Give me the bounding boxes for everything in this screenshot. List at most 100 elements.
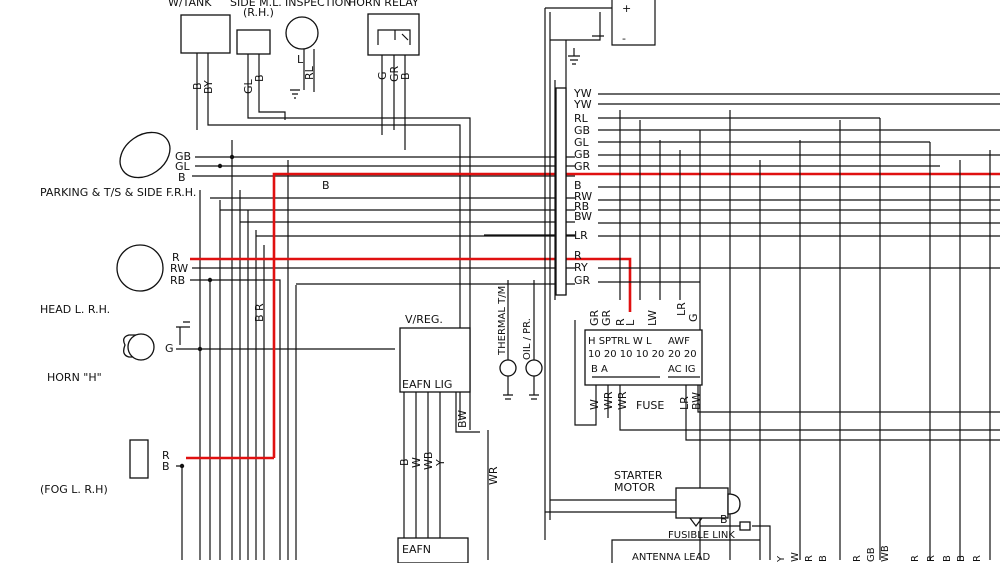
bus-wire-code: GR — [574, 160, 591, 173]
battery-minus: - — [622, 32, 626, 45]
ground-symbol-2 — [176, 321, 190, 345]
battery-plus: + — [622, 2, 631, 15]
fuse-top-wire-code: GR — [588, 309, 601, 326]
code-fog-b: B — [162, 460, 170, 473]
inspection-lamp — [285, 16, 319, 50]
code-vreg-b: B — [398, 458, 411, 466]
label-starter: STARTER — [614, 469, 663, 482]
label-side-rh: (R.H.) — [243, 6, 274, 19]
bus-connector — [555, 87, 567, 296]
fuse-top-wire-code: L — [624, 319, 637, 326]
bus-wire-code: GL — [574, 136, 590, 149]
fog-b-wire — [176, 465, 183, 560]
sensor-wires — [507, 280, 535, 360]
fuse-top-wire-code: GR — [600, 309, 613, 326]
code-fuse-lr: LR — [675, 302, 688, 316]
bus-wire-code: RB — [574, 200, 589, 213]
starter-wires — [545, 499, 740, 527]
bus-wire-code: R — [574, 249, 582, 262]
bottom-wire-code: R — [804, 555, 815, 562]
label-thermal: THERMAL T/M — [497, 286, 508, 356]
fuse-bottom-wire-code: LR — [678, 396, 691, 410]
code-parking-b: B — [178, 171, 186, 184]
relay-coil — [377, 29, 411, 45]
bus-wire-code: GB — [574, 124, 590, 137]
antenna-wires — [611, 525, 771, 563]
code-br-vertical: B R — [253, 303, 266, 322]
bus-wire-code: YW — [573, 98, 592, 111]
thermal-sensor — [499, 359, 517, 377]
code-fuse-g: G — [687, 313, 700, 322]
code-parking-gl: GL — [175, 160, 191, 173]
fuse-top-wire-code: LW — [646, 310, 659, 326]
bottom-wire-code: B — [818, 555, 829, 562]
bus-wire-code: RL — [574, 112, 589, 125]
code-relay-g: G — [376, 71, 389, 80]
fuse-top-wire-code: R — [614, 318, 627, 326]
fog-lamp-box — [129, 439, 149, 479]
code-vreg-w: W — [410, 457, 423, 468]
tank-unit-box — [180, 14, 231, 54]
ground-symbol-1 — [290, 89, 300, 99]
code-vreg-bw: BW — [456, 410, 469, 428]
fuse-box — [584, 329, 703, 386]
label-fog: (FOG L. R.H) — [40, 483, 108, 496]
bus-wire-code: YW — [573, 87, 592, 100]
fuse-amps: 10 20 10 10 20 — [588, 349, 664, 360]
bus-wire-code: BW — [574, 210, 592, 223]
code-wr: WR — [487, 466, 500, 485]
battery-box — [611, 0, 656, 46]
head-lamp — [116, 244, 164, 292]
battery-wires — [545, 7, 612, 41]
junction-dot — [179, 463, 185, 469]
bottom-wire-code: R — [972, 555, 983, 562]
bottom-wire-code: WB — [880, 545, 891, 562]
highlight-r-wire — [190, 257, 632, 312]
label-side-ml: SIDE M.L. — [230, 0, 282, 9]
label-inspection: INSPECTION — [285, 0, 352, 9]
label-oil: OIL / PR. — [522, 318, 533, 360]
fuse-bottom-wire-code: WR — [616, 391, 629, 410]
junction-dot — [207, 277, 213, 283]
horn-circle — [127, 333, 155, 361]
bottom-wire-code: R — [910, 555, 921, 562]
bottom-wire-code: GB — [866, 547, 877, 562]
label-fuse: FUSE — [636, 399, 664, 412]
fuse-acig: AC IG — [668, 364, 696, 375]
code-top-by: BY — [202, 80, 215, 94]
bottom-wire-code: Y — [776, 555, 787, 563]
bus-wire-code: RW — [574, 190, 592, 203]
code-top-b: B — [191, 82, 204, 90]
bus-wires — [210, 197, 575, 285]
code-top-b2: B — [253, 74, 266, 82]
bottom-wire-code: R — [852, 555, 863, 562]
label-antenna: ANTENNA LEAD — [632, 552, 710, 563]
central-bus — [544, 8, 567, 540]
code-parking-gb: GB — [175, 150, 191, 163]
ground-symbol-3 — [568, 48, 580, 65]
code-top-gl: GL — [242, 78, 255, 94]
bottom-wire-code: W — [790, 552, 801, 562]
horn-relay-box — [367, 13, 420, 56]
sensor-grounds — [503, 376, 539, 400]
code-head-rw: RW — [170, 262, 188, 275]
label-fusible: FUSIBLE LINK — [668, 530, 735, 541]
vreg-wires — [403, 392, 480, 560]
left-harness — [199, 140, 297, 560]
starter-nose — [727, 493, 741, 515]
code-fog-r: R — [162, 449, 170, 462]
code-horn-g: G — [165, 342, 174, 355]
top-wires — [196, 49, 471, 430]
code-vreg-wb: WB — [422, 452, 435, 470]
parking-wires — [192, 156, 575, 177]
vreg-terminals: EAFN LIG — [402, 378, 452, 391]
bottom-wire-code: R — [926, 555, 937, 562]
code-starter-b: B — [720, 513, 728, 526]
code-vreg-y: Y — [434, 459, 447, 467]
fuse-right-amps: 20 20 — [668, 349, 697, 360]
code-b-run: B — [322, 179, 330, 192]
fuse-bottom-wire-code: W — [588, 399, 601, 410]
